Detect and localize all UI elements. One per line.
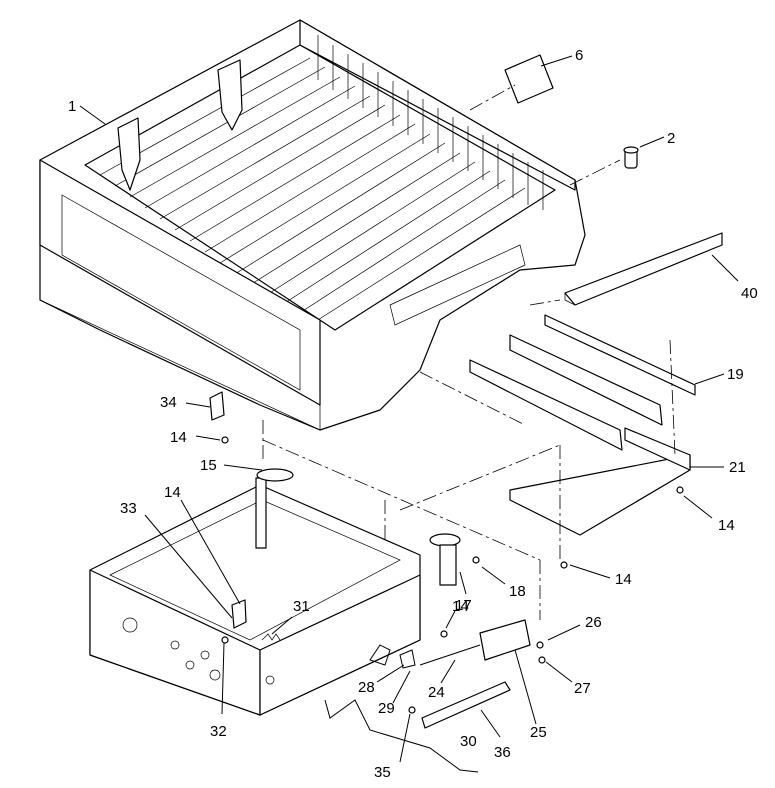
callout-28: 28: [358, 679, 375, 696]
callout-2: 2: [667, 130, 675, 147]
callout-26: 26: [585, 614, 602, 631]
callout-14: 14: [452, 598, 469, 615]
frame-assembly: [89, 391, 421, 716]
callout-14: 14: [615, 571, 632, 588]
callout-27: 27: [574, 680, 591, 697]
callout-25: 25: [530, 724, 547, 741]
callout-34: 34: [160, 394, 177, 411]
callout-31: 31: [293, 598, 310, 615]
callout-24: 24: [428, 684, 445, 701]
assembly-lines: [262, 84, 676, 620]
callout-30: 30: [460, 733, 477, 750]
callout-21: 21: [729, 459, 746, 476]
rail-part-21: [509, 427, 691, 536]
latch-assembly: [369, 619, 546, 714]
leader-lines: [79, 55, 739, 763]
decal-part-36: [421, 681, 511, 729]
fastener: [560, 561, 568, 569]
callout-19: 19: [727, 366, 744, 383]
callout-18: 18: [509, 583, 526, 600]
callout-35: 35: [374, 764, 391, 781]
rail-part-19: [469, 314, 696, 451]
callout-33: 33: [120, 500, 137, 517]
cargo-bed: [39, 19, 586, 431]
callouts: 1 6 2 40 19 21 14 34 14 15 14 33 14 18 1…: [68, 47, 758, 781]
callout-36: 36: [494, 744, 511, 761]
callout-17: 17: [455, 597, 472, 614]
callout-1: 1: [68, 98, 76, 115]
callout-15: 15: [200, 457, 217, 474]
callout-6: 6: [575, 47, 583, 64]
callout-32: 32: [210, 723, 227, 740]
fastener: [676, 486, 684, 494]
latch-rod-part: [324, 699, 479, 773]
bracket-part-17: [429, 533, 480, 586]
callout-40: 40: [741, 285, 758, 302]
plug-part: [623, 146, 639, 169]
callout-29: 29: [378, 700, 395, 717]
rail-part-40: [564, 232, 723, 306]
decal-part: [504, 54, 554, 104]
callout-14: 14: [164, 484, 181, 501]
callout-14: 14: [170, 429, 187, 446]
callout-14: 14: [718, 517, 735, 534]
